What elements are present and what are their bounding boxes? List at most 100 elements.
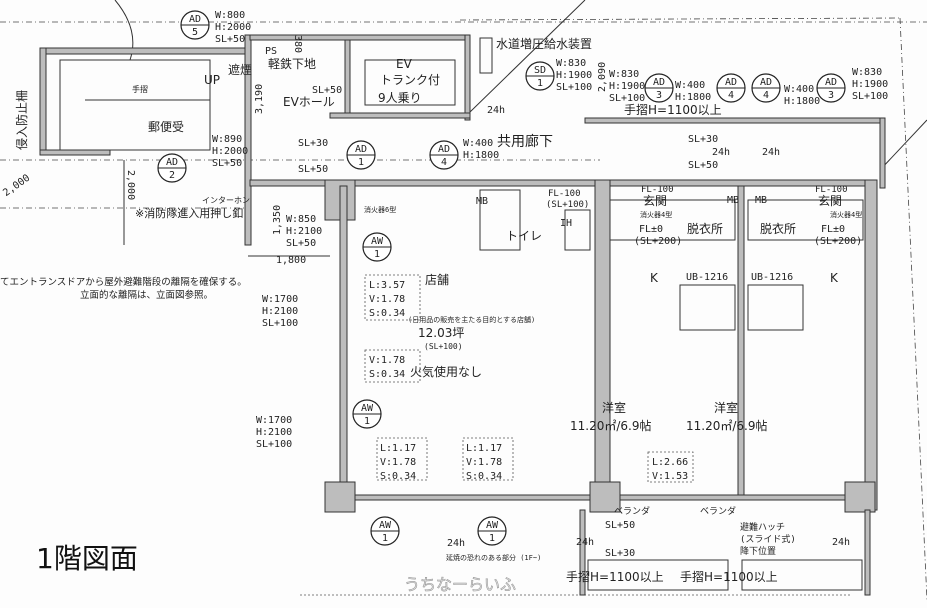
plan-label: S:0.34 [380,471,416,482]
plan-label: H:1800 [675,92,711,103]
plan-label: 降下位置 [740,545,776,557]
plan-label: 手摺H=1100以上 [624,102,722,117]
plan-label: AW [379,520,392,531]
plan-label: AD [825,77,837,88]
plan-label: AD [166,157,178,168]
plan-label: AW [361,403,374,414]
plan-label: K [650,271,659,285]
plan-label: トランク付 [380,73,440,87]
door-symbol-ad2: AD 2 [157,153,187,183]
window-symbol-aw1: AW 1 [477,516,507,546]
plan-label: SL+50 [312,85,342,96]
door-symbol-ad3: AD3 [644,73,674,103]
plan-label: 脱衣所 [760,221,796,236]
plan-label: 立面的な離隔は、立面図参照。 [80,289,213,301]
plan-label: SL+50 [212,158,242,169]
plan-label: 玄関 [818,193,842,208]
plan-label: W:830 [852,67,882,78]
plan-label: 24h [487,105,505,116]
plan-label: 24h [832,537,850,548]
plan-label: AW [486,520,499,531]
plan-label: MB [755,195,767,206]
plan-label: FL±0 [639,224,663,235]
plan-label: MB [727,195,739,206]
plan-label: AW [371,236,384,247]
plan-label: 1 [374,249,380,260]
plan-labels: W:800 H:2000 SL+50 380 PS 軽鉄下地 遮煙 UP 手摺 … [0,10,888,584]
plan-label: H:2000 [215,22,251,33]
plan-label: AD [438,144,450,155]
window-symbol-aw1: AW1 [352,399,382,429]
plan-label: H:2000 [212,146,248,157]
plan-label: トイレ [506,229,542,243]
plan-label: 店舗 [425,273,449,287]
plan-label: L:1.17 [380,443,416,454]
plan-label: H:2100 [262,306,298,317]
plan-label: W:850 [286,214,316,225]
plan-label: 1 [358,157,364,168]
plan-label: 遮煙 [228,62,252,77]
plan-label: 24h [447,538,465,549]
plan-label: 延焼の恐れのある部分 (1F~) [446,553,541,562]
door-symbol-ad4: AD4 [716,73,746,103]
plan-label: SL+50 [605,520,635,531]
plan-label: SL+100 [609,93,645,104]
door-symbol-ad4: AD4 [751,73,781,103]
plan-label: (日用品の販売を主たる目的とする店舗) [408,315,535,324]
plan-label: 2,090 [597,62,608,92]
plan-label: 3 [828,90,834,101]
plan-label: H:2100 [286,226,322,237]
plan-label: FL-100 [641,185,674,195]
plan-label: FL±0 [821,224,845,235]
plan-label: 共用廊下 [497,133,553,150]
plan-label: MB [476,196,488,207]
plan-label: AD [725,77,737,88]
plan-label: V:1.53 [652,471,688,482]
plan-label: SL+100 [256,439,292,450]
plan-label: V:1.78 [369,294,405,305]
plan-label: 消火器4型 [640,210,672,219]
plan-label: 1,350 [272,205,283,235]
window-symbol-aw1: AW1 [370,516,400,546]
plan-label: てエントランスドアから屋外避難階段の離隔を確保する。 [0,276,247,288]
plan-label: 脱衣所 [687,221,723,236]
plan-label: W:400 [675,80,705,91]
plan-label: 2 [169,170,175,181]
plan-label: 24h [712,147,730,158]
plan-label: AD [653,77,665,88]
plan-label: L:1.17 [466,443,502,454]
plan-label: 侵入防止柵 [14,90,29,150]
plan-label: H:1900 [609,81,645,92]
door-symbol-ad5: AD5 [180,10,210,40]
door-symbol-sd1: SD1 [525,61,555,91]
plan-label: ※消防隊進入用押し釦 [135,206,243,220]
plan-label: 1,800 [276,255,306,266]
plan-label: SL+50 [688,160,718,171]
plan-label: W:830 [556,58,586,69]
plan-label: 1 [489,533,495,544]
plan-label: SL+100 [262,318,298,329]
plan-label: IH [560,218,572,229]
plan-label: AD [355,144,367,155]
door-symbol-ad3: AD 3 [816,73,846,103]
window-symbol-aw1: AW 1 [362,232,392,262]
plan-label: 3,190 [254,84,265,114]
plan-label: 洋室 [602,400,626,415]
plan-label: ベランダ [700,505,736,517]
plan-label: 消火器6型 [364,205,396,214]
plan-label: AD [760,77,772,88]
plan-label: ベランダ [614,505,650,517]
plan-label: UB-1216 [751,272,793,283]
plan-label: (SL+200) [814,236,862,247]
plan-label: S:0.34 [369,369,405,380]
plan-label: SL+30 [688,134,718,145]
plan-label: 24h [762,147,780,158]
plan-label: 11.20㎡/6.9帖 [570,418,651,433]
watermark: うちなーらいふ [404,575,516,594]
plan-label: EVホール [283,95,335,109]
plan-label: 消火器4型 [830,210,862,219]
plan-label: EV [396,57,413,71]
plan-label: SL+50 [215,34,245,45]
plan-label: AD [189,14,201,25]
plan-label: FL-100 [548,189,581,199]
